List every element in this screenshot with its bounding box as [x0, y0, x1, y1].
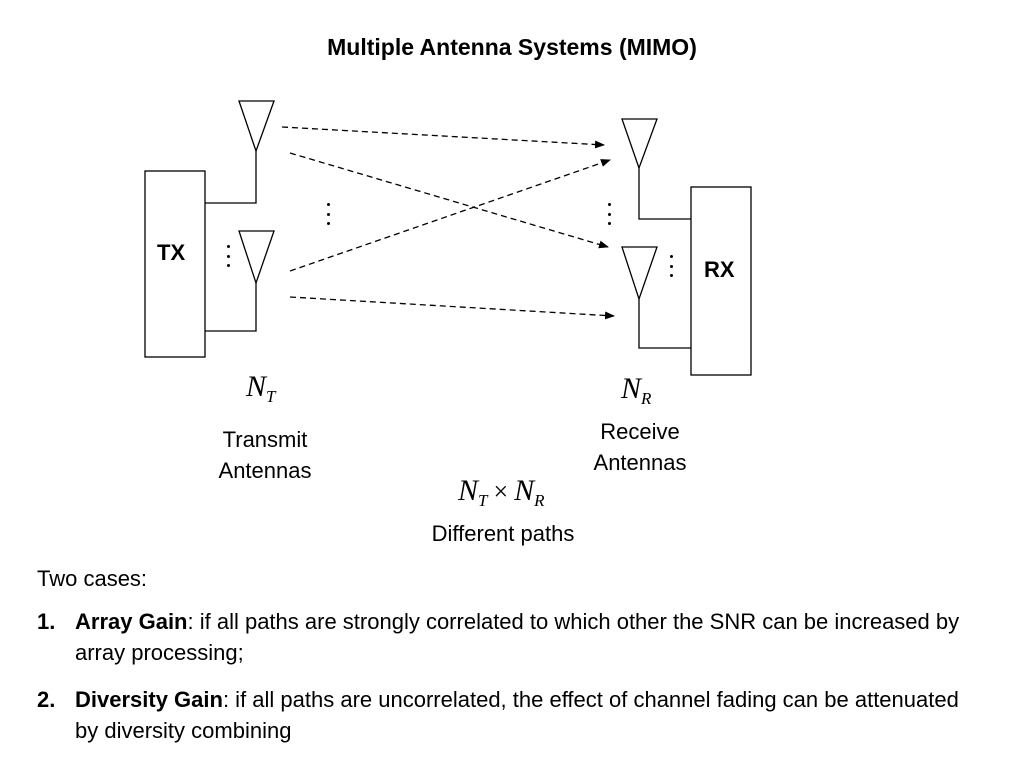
- path-tx1-rx1: [281, 126, 605, 149]
- slide-title: Multiple Antenna Systems (MIMO): [327, 34, 697, 60]
- path-count-formula: NT×NR: [458, 474, 545, 510]
- list-item-array-gain: 1. Array Gain: if all paths are strongly…: [37, 606, 987, 668]
- tx-antenna-2: [205, 230, 275, 332]
- transmit-antennas-caption: Transmit Antennas: [218, 427, 312, 483]
- vertical-ellipsis-tx-paths: [327, 203, 330, 225]
- path-tx2-rx1: [289, 159, 611, 272]
- path-tx1-rx2: [289, 152, 609, 249]
- different-paths-caption: Different paths: [431, 521, 575, 546]
- diversity-gain-description: : if all paths are uncorrelated, the eff…: [75, 687, 959, 743]
- vertical-ellipsis-rx-paths: [608, 203, 611, 225]
- receive-antennas-caption: Receive Antennas: [593, 419, 687, 475]
- tx-box: [144, 170, 206, 358]
- vertical-ellipsis-rx-antennas: [670, 255, 673, 277]
- term-array-gain: Array Gain: [75, 609, 188, 634]
- nr-symbol: NR: [621, 372, 652, 408]
- list-item-diversity-gain: 2. Diversity Gain: if all paths are unco…: [37, 684, 987, 746]
- rx-antenna-2: [621, 246, 691, 349]
- mimo-diagram: [144, 100, 752, 376]
- rx-box: [690, 186, 752, 376]
- vertical-ellipsis-tx-antennas: [227, 245, 230, 267]
- rx-label: RX: [704, 257, 735, 282]
- array-gain-description: : if all paths are strongly correlated t…: [75, 609, 960, 665]
- term-diversity-gain: Diversity Gain: [75, 687, 223, 712]
- list-number: 2.: [37, 687, 56, 712]
- cases-intro: Two cases:: [37, 566, 148, 591]
- tx-antenna-1: [205, 100, 275, 204]
- path-tx2-rx2: [289, 296, 615, 320]
- list-number: 1.: [37, 609, 56, 634]
- nt-symbol: NT: [246, 370, 276, 406]
- tx-label: TX: [157, 240, 186, 265]
- rx-antenna-1: [621, 118, 691, 220]
